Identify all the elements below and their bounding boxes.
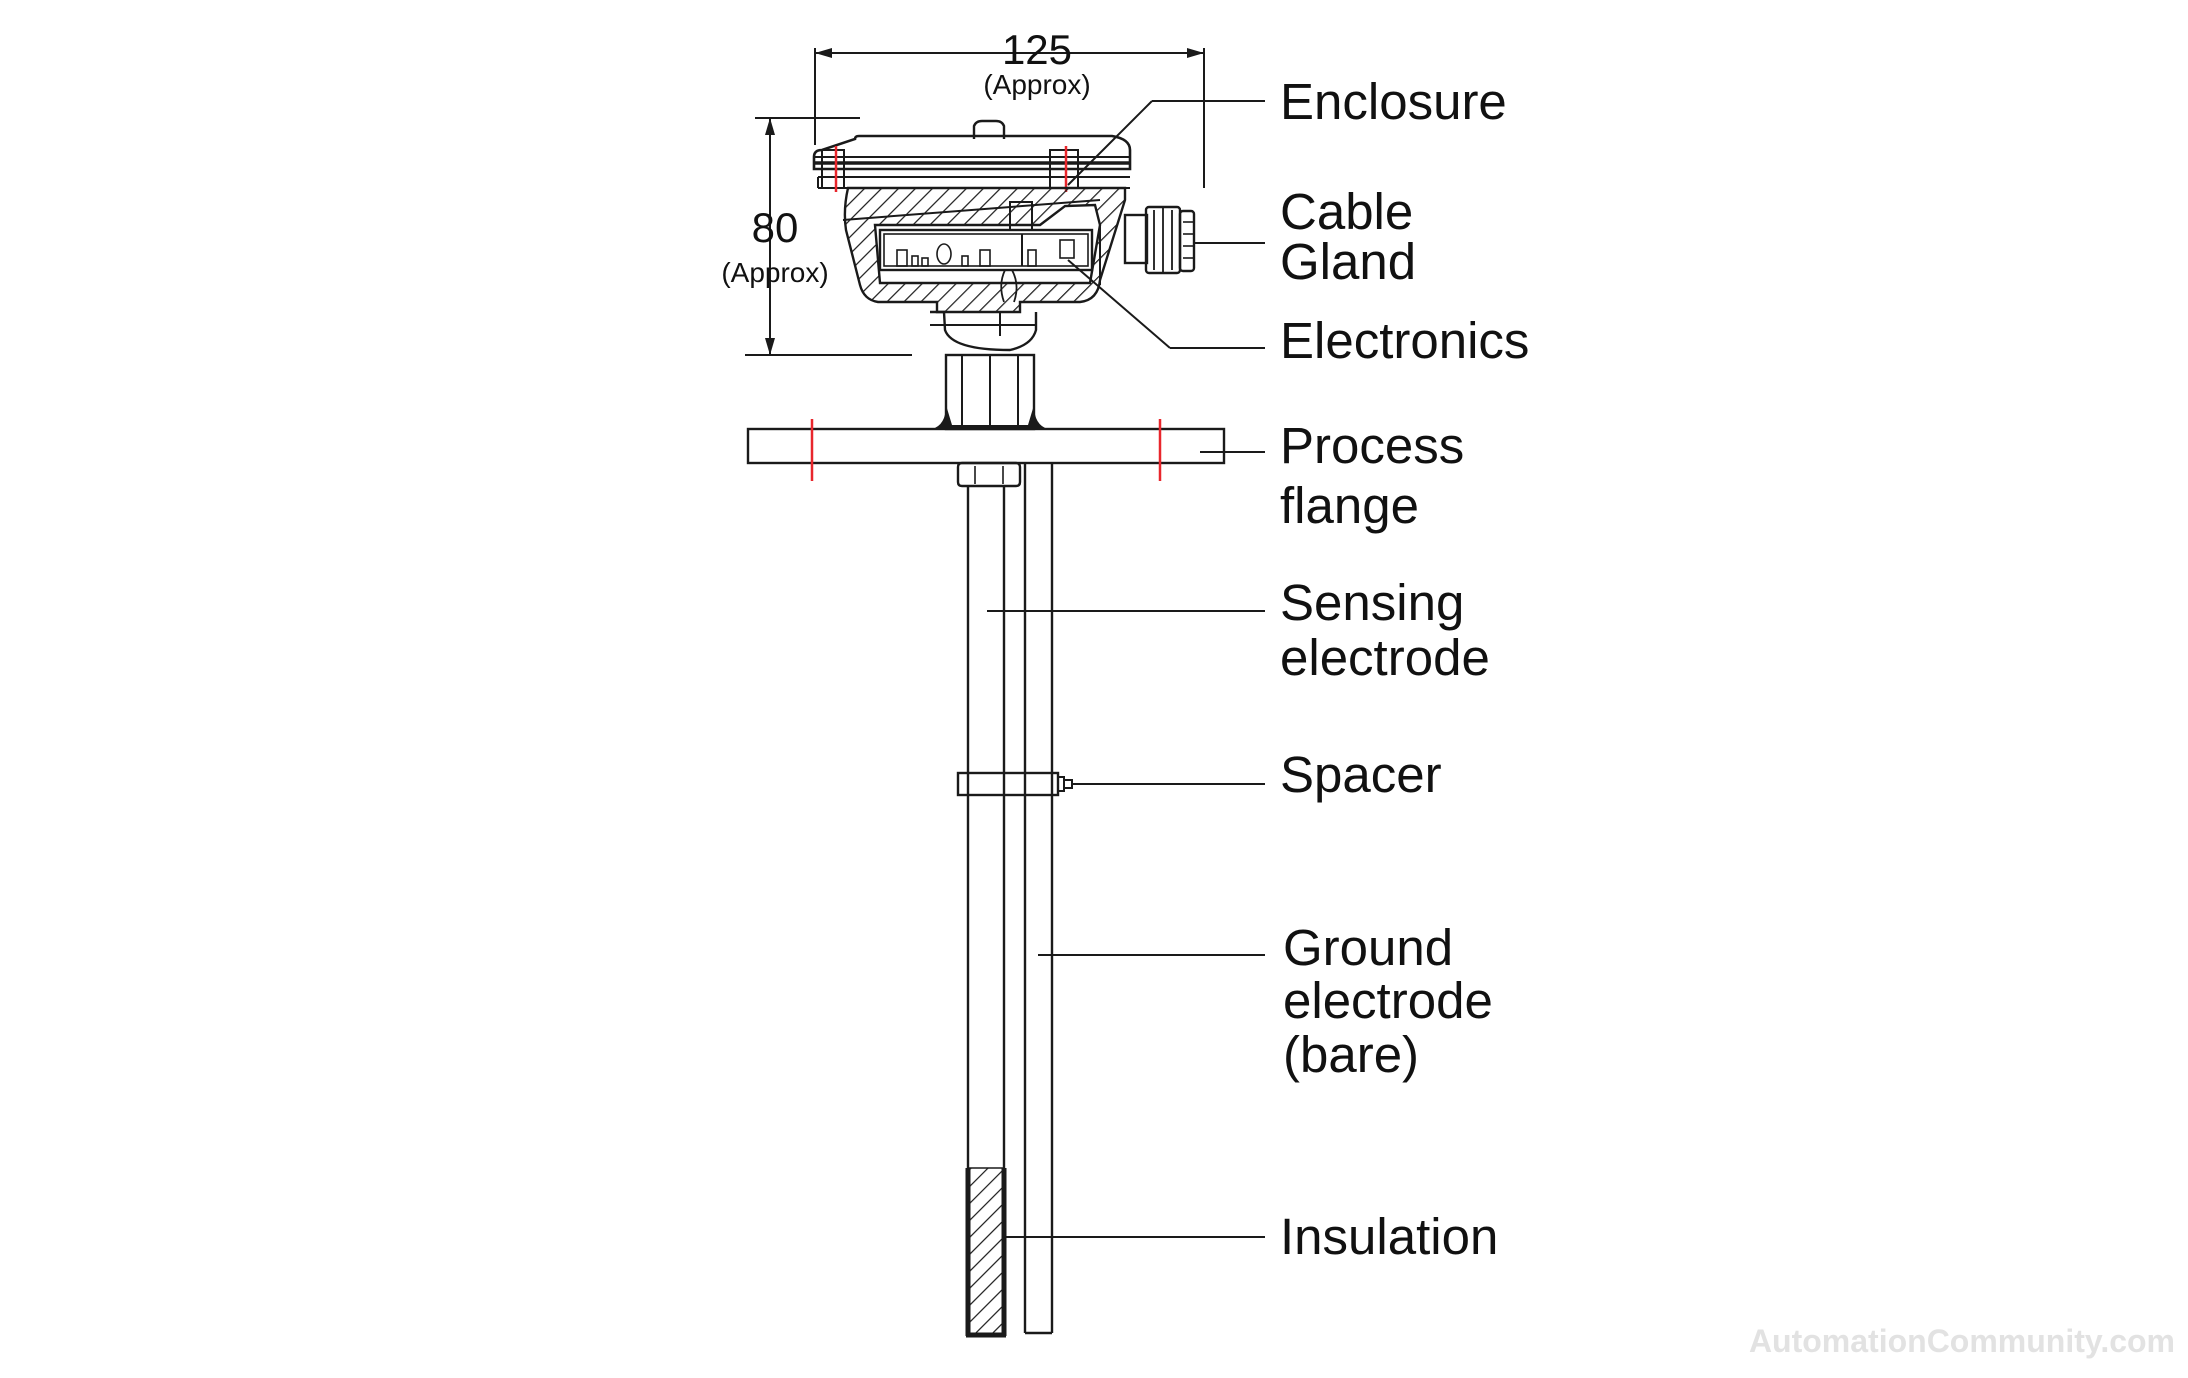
leader-lines xyxy=(987,100,1265,1238)
spacer xyxy=(956,771,1073,797)
width-dimension: 125 (Approx) xyxy=(814,26,1205,188)
label-electronics: Electronics xyxy=(1280,312,1529,369)
label-insulation: Insulation xyxy=(1280,1208,1498,1265)
label-process-flange-line1: Process xyxy=(1280,417,1464,474)
insulation xyxy=(965,1167,1007,1338)
hex-nut xyxy=(932,353,1048,431)
label-ground-electrode-line2: electrode xyxy=(1283,972,1493,1029)
label-spacer: Spacer xyxy=(1280,746,1442,803)
height-dimension-value: 80 xyxy=(752,204,799,251)
process-flange xyxy=(746,419,1226,481)
label-enclosure: Enclosure xyxy=(1280,73,1507,130)
enclosure xyxy=(812,119,1132,352)
height-dimension: 80 (Approx) xyxy=(721,117,912,356)
label-process-flange-line2: flange xyxy=(1280,477,1419,534)
label-cable-gland-line2: Gland xyxy=(1280,233,1416,290)
label-ground-electrode-line3: (bare) xyxy=(1283,1026,1419,1083)
label-sensing-electrode-line1: Sensing xyxy=(1280,574,1464,631)
height-dimension-note: (Approx) xyxy=(721,257,828,288)
label-cable-gland-line1: Cable xyxy=(1280,183,1413,240)
label-ground-electrode-line1: Ground xyxy=(1283,919,1453,976)
width-dimension-note: (Approx) xyxy=(983,69,1090,100)
bottom-nut xyxy=(956,461,1022,488)
ground-electrode xyxy=(1023,463,1054,1335)
cable-gland xyxy=(1123,205,1196,275)
watermark: AutomationCommunity.com xyxy=(1749,1323,2175,1359)
width-dimension-value: 125 xyxy=(1002,26,1072,73)
label-sensing-electrode-line2: electrode xyxy=(1280,629,1490,686)
